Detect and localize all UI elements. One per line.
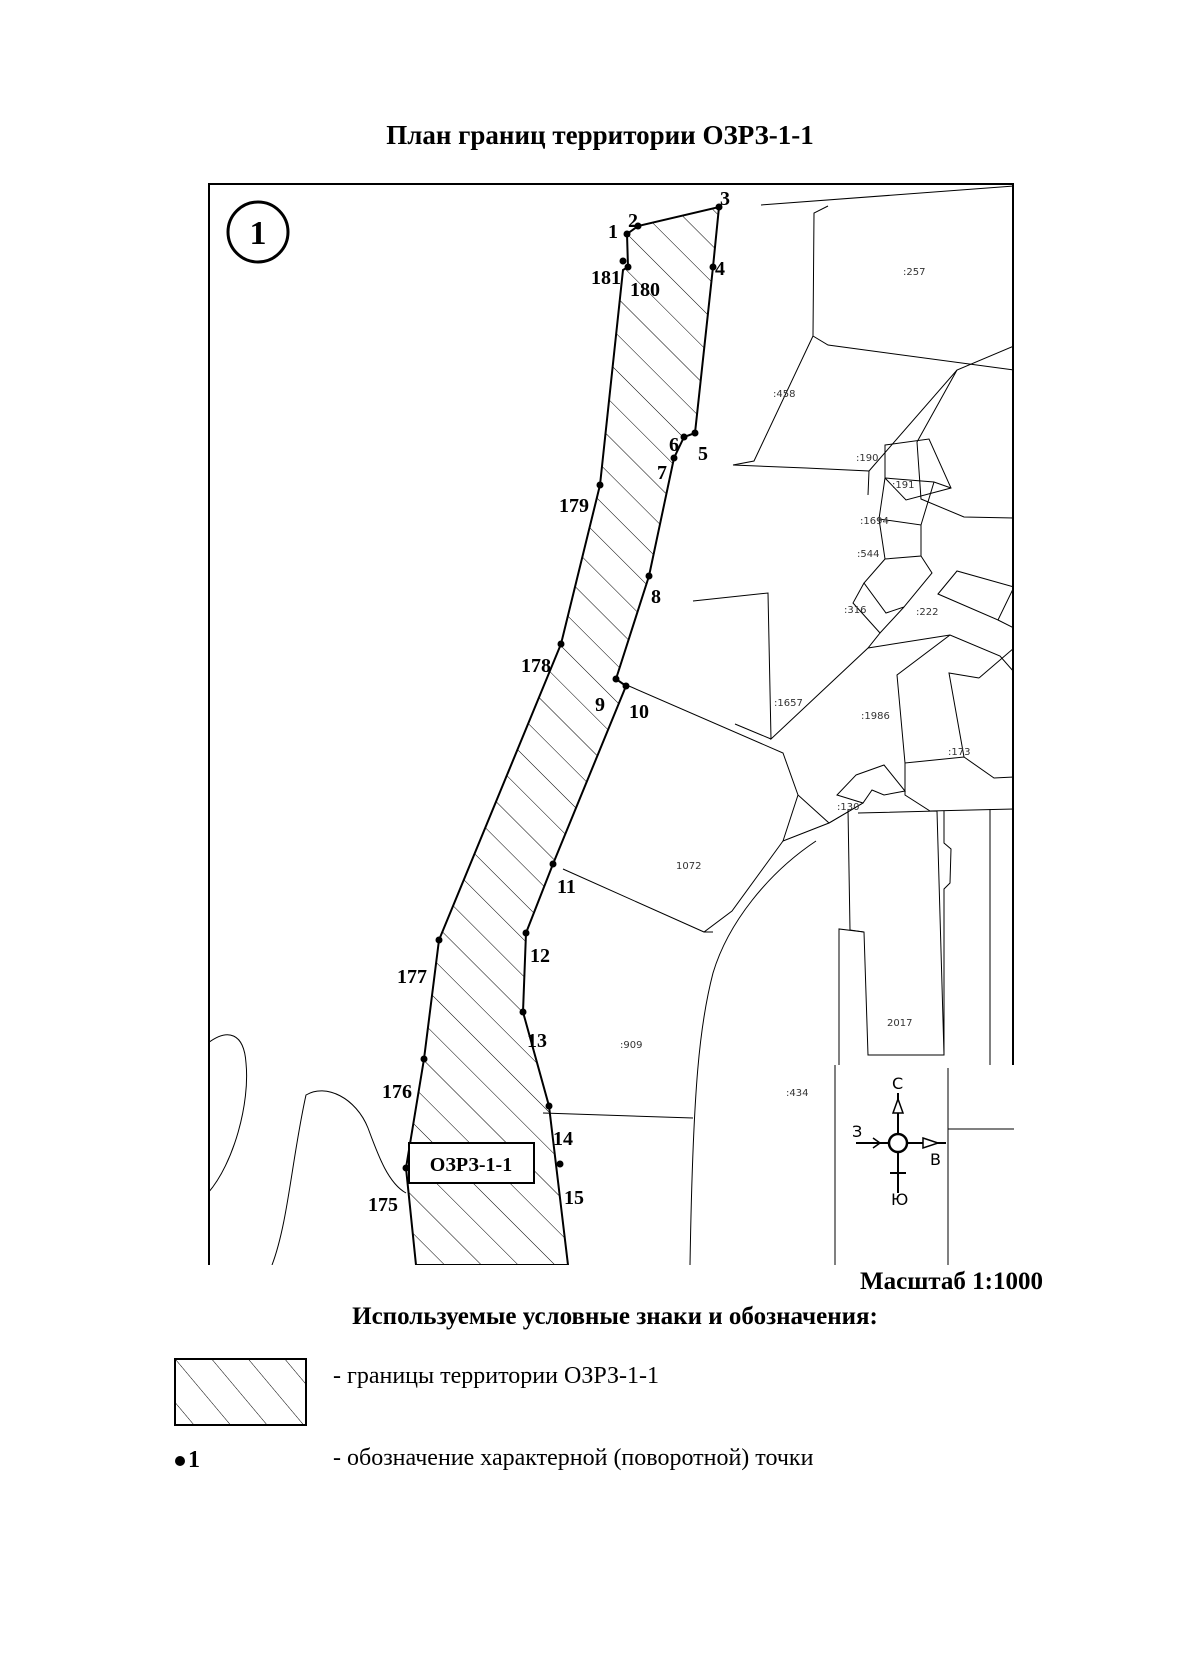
svg-text::191: :191	[892, 480, 914, 491]
point-label-10: 10	[629, 701, 649, 723]
legend-point-number: 1	[188, 1447, 200, 1473]
svg-text::173: :173	[948, 747, 970, 758]
svg-text::257: :257	[903, 267, 925, 278]
point-label-5: 5	[698, 443, 708, 465]
point-label-11: 11	[557, 876, 576, 898]
zone-label: ОЗРЗ-1-1	[430, 1154, 512, 1176]
svg-text::458: :458	[773, 389, 795, 400]
parcel-labels: :257 :458 :190 :191 :1694 :544 :316 :222…	[620, 267, 970, 1099]
point-label-2: 2	[628, 210, 638, 232]
point-label-179: 179	[559, 495, 589, 517]
legend-point-text: - обозначение характерной (поворотной) т…	[333, 1445, 814, 1471]
point-labels: 1 2 3 4 5 6 7 8 9 10 11 12 13 14 15 175 …	[368, 188, 730, 1216]
point-label-14: 14	[553, 1128, 573, 1150]
compass-south: Ю	[891, 1190, 908, 1209]
point-label-7: 7	[657, 462, 667, 484]
point-dot-icon	[175, 1456, 185, 1467]
svg-text::1986: :1986	[861, 711, 890, 722]
point-label-177: 177	[397, 966, 427, 988]
sheet-number-circle	[226, 200, 290, 264]
compass-north: С	[892, 1074, 903, 1093]
svg-text::222: :222	[916, 607, 938, 618]
point-label-175: 175	[368, 1194, 398, 1216]
svg-text::190: :190	[856, 453, 878, 464]
legend-title: Используемые условные знаки и обозначени…	[352, 1303, 878, 1330]
compass-west: З	[852, 1122, 862, 1141]
compass: С Ю В З	[834, 1065, 1014, 1265]
point-label-180: 180	[630, 279, 660, 301]
legend-boundary-text: - границы территории ОЗРЗ-1-1	[333, 1363, 659, 1389]
zone-label-box	[408, 1142, 535, 1184]
compass-east: В	[930, 1150, 941, 1169]
point-label-6: 6	[669, 434, 679, 456]
svg-text::544: :544	[857, 549, 879, 560]
svg-text::316: :316	[844, 605, 866, 616]
svg-text::130: :130	[837, 802, 859, 813]
point-label-15: 15	[564, 1187, 584, 1209]
svg-text::909: :909	[620, 1040, 642, 1051]
point-label-178: 178	[521, 655, 551, 677]
point-label-4: 4	[715, 258, 725, 280]
zone-ozrz-1-1	[404, 205, 721, 1265]
svg-text:2017: 2017	[887, 1018, 912, 1029]
legend-hatch-swatch	[174, 1358, 307, 1426]
point-label-12: 12	[530, 945, 550, 967]
cadastral-parcels	[208, 185, 1014, 1265]
svg-text::1694: :1694	[860, 516, 889, 527]
page-title: План границ территории ОЗРЗ-1-1	[386, 120, 814, 150]
boundary-points	[402, 203, 723, 1172]
scale-label: Масштаб 1:1000	[860, 1268, 1043, 1295]
map-drawing: 1 1 2 3 4 5 6 7 8 9 10 11 12 13 14 15 17…	[208, 183, 1014, 1267]
svg-text:1072: 1072	[676, 861, 701, 872]
point-label-1: 1	[608, 221, 618, 243]
sheet-number: 1	[250, 215, 267, 252]
legend-point-symbol: 1	[175, 1447, 200, 1474]
point-label-8: 8	[651, 586, 661, 608]
svg-text::1657: :1657	[774, 698, 803, 709]
map-frame: 1 1 2 3 4 5 6 7 8 9 10 11 12 13 14 15 17…	[208, 183, 1014, 1267]
point-label-3: 3	[720, 188, 730, 210]
svg-text::434: :434	[786, 1088, 808, 1099]
point-label-13: 13	[527, 1030, 547, 1052]
point-label-9: 9	[595, 694, 605, 716]
point-label-181: 181	[591, 267, 621, 289]
point-label-176: 176	[382, 1081, 412, 1103]
